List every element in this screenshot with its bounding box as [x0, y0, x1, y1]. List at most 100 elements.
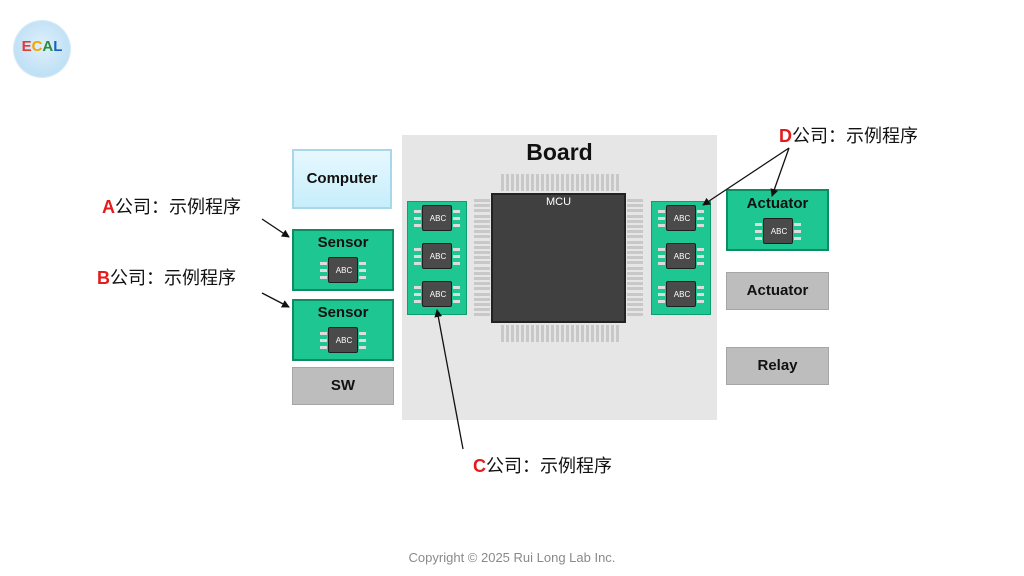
copyright-footer: Copyright © 2025 Rui Long Lab Inc. [408, 550, 616, 565]
chip-lead [453, 300, 460, 303]
mcu-pin [606, 325, 609, 342]
mcu-pin [601, 325, 604, 342]
mcu-pin [566, 325, 569, 342]
mcu-pin [474, 235, 490, 239]
mcu-pin [526, 174, 529, 191]
mcu-pin [627, 261, 643, 265]
arrow-c [434, 309, 464, 450]
mcu-pin [627, 308, 643, 312]
annotation-a-text: 公司：示例程序 [115, 197, 241, 217]
mcu-pin [526, 325, 529, 342]
mcu-pin [591, 325, 594, 342]
mcu-pin [571, 325, 574, 342]
arrow-d-board [702, 147, 790, 206]
chip-lead [320, 332, 327, 335]
chip-lead [320, 269, 327, 272]
chip-lead [658, 217, 665, 220]
mcu-pin [627, 219, 643, 223]
abc-chip: ABC [666, 205, 696, 231]
mcu-pin [474, 230, 490, 234]
mcu-pin [581, 325, 584, 342]
abc-chip-label: ABC [673, 252, 691, 261]
annotation-d-letter: D [779, 126, 792, 146]
mcu-pin [474, 245, 490, 249]
mcu-pin [596, 325, 599, 342]
mcu-pin [474, 313, 490, 317]
mcu-label: MCU [545, 196, 572, 208]
chip-lead [414, 224, 421, 227]
mcu-pin [591, 174, 594, 191]
mcu-pin [627, 204, 643, 208]
abc-chip-label: ABC [429, 252, 447, 261]
mcu-pin [474, 199, 490, 202]
mcu-pin [611, 174, 614, 191]
chip-lead [453, 286, 460, 289]
mcu-pin [616, 174, 619, 191]
arrow-a [261, 218, 290, 238]
mcu-pin [474, 303, 490, 306]
mcu-pin [627, 256, 643, 260]
mcu-pin [601, 174, 604, 191]
chip-lead [658, 210, 665, 213]
chip-lead [658, 224, 665, 227]
abc-chip: ABC [328, 327, 358, 353]
chip-lead [414, 293, 421, 296]
mcu-pin [627, 277, 643, 280]
chip-lead [658, 248, 665, 251]
abc-chip-label: ABC [673, 290, 691, 299]
chip-lead [658, 286, 665, 289]
chip-lead [697, 286, 704, 289]
chip-lead [794, 223, 801, 226]
mcu-pin [627, 245, 643, 249]
annotation-b: B公司：示例程序 [97, 264, 236, 290]
chip-lead [414, 300, 421, 303]
sw-box: SW [292, 367, 394, 405]
mcu-pin [556, 325, 559, 342]
chip-lead [453, 248, 460, 251]
chip-lead [320, 346, 327, 349]
mcu-pin [581, 174, 584, 191]
sensor-2-label: Sensor [317, 304, 369, 321]
chip-lead [359, 346, 366, 349]
chip-lead [359, 269, 366, 272]
abc-chip-label: ABC [429, 214, 447, 223]
chip-lead [658, 293, 665, 296]
mcu-pin [474, 214, 490, 218]
mcu-pin [627, 230, 643, 234]
mcu-chip [491, 193, 626, 323]
annotation-d-text: 公司：示例程序 [792, 126, 918, 146]
chip-lead [658, 255, 665, 258]
mcu-pin [506, 325, 509, 342]
abc-chip-label: ABC [335, 266, 353, 275]
chip-lead [359, 276, 366, 279]
mcu-pin [531, 325, 534, 342]
chip-lead [320, 276, 327, 279]
mcu-pin [474, 271, 490, 275]
chip-lead [359, 339, 366, 342]
mcu-pin [616, 325, 619, 342]
mcu-pin [546, 174, 549, 191]
chip-lead [453, 255, 460, 258]
mcu-pin [627, 240, 643, 244]
mcu-pin [566, 174, 569, 191]
mcu-pin [561, 325, 564, 342]
chip-lead [697, 255, 704, 258]
mcu-pin [627, 225, 643, 228]
chip-lead [755, 223, 762, 226]
actuator-1-label: Actuator [746, 195, 809, 212]
mcu-pin [551, 174, 554, 191]
mcu-pin [627, 214, 643, 218]
mcu-pin [627, 251, 643, 254]
mcu-pin [474, 209, 490, 213]
mcu-pin [627, 313, 643, 317]
mcu-pin [474, 292, 490, 296]
chip-lead [453, 293, 460, 296]
sensor-1-label: Sensor [317, 234, 369, 251]
mcu-pin [536, 174, 539, 191]
annotation-b-text: 公司：示例程序 [110, 268, 236, 288]
annotation-a: A公司：示例程序 [102, 193, 241, 219]
mcu-pin [474, 251, 490, 254]
mcu-pin [627, 292, 643, 296]
mcu-pin [474, 219, 490, 223]
mcu-pin [474, 308, 490, 312]
